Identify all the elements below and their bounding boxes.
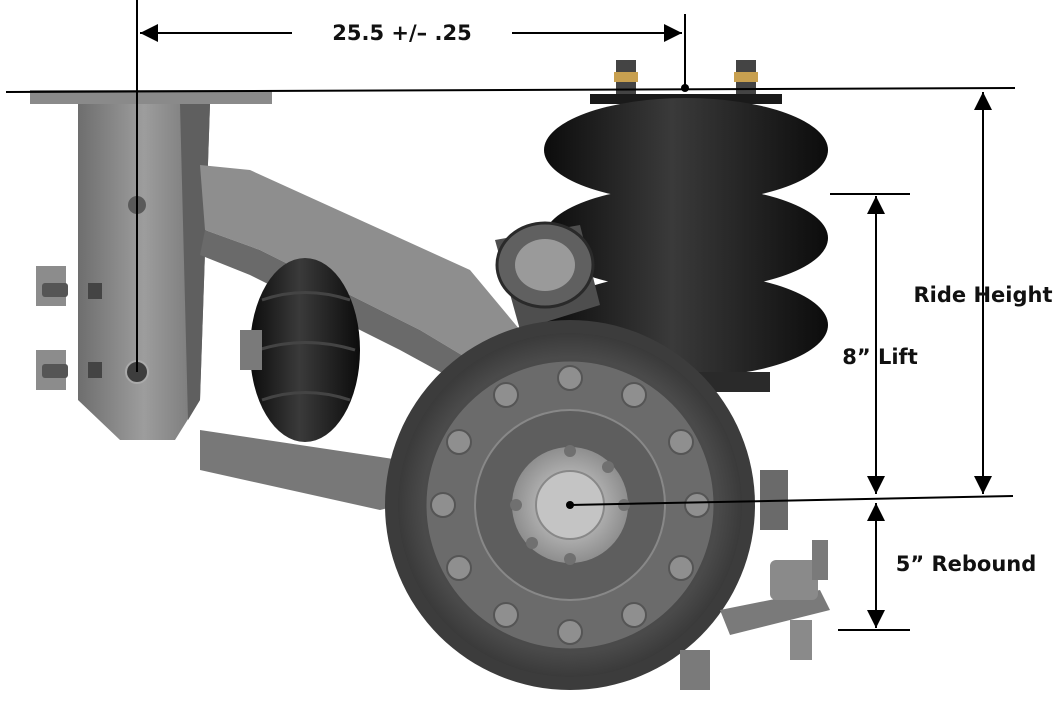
dimension-lines — [5, 0, 1016, 631]
suspension-illustration — [30, 60, 830, 690]
lower-linkage — [680, 540, 830, 690]
lift-label: 8” Lift — [842, 345, 917, 369]
lower-link — [200, 430, 420, 510]
bracket-bolts — [36, 266, 102, 390]
axle-centerline — [569, 495, 1014, 506]
wheel-studs — [430, 365, 710, 645]
width-spec-label: 25.5 +/– .25 — [332, 21, 471, 45]
rebound-label: 5” Rebound — [896, 552, 1037, 576]
air-spring — [544, 60, 828, 392]
trailing-arm — [200, 165, 520, 360]
lift-air-bag — [240, 258, 360, 442]
axle-center-point — [566, 501, 574, 509]
top-mount-plate — [30, 90, 272, 104]
hanger-bracket — [78, 104, 210, 440]
spring-center-point — [681, 84, 689, 92]
top-reference-line — [5, 87, 1016, 93]
brake-chamber — [495, 221, 600, 330]
ride-height-label: Ride Height — [914, 283, 1053, 307]
